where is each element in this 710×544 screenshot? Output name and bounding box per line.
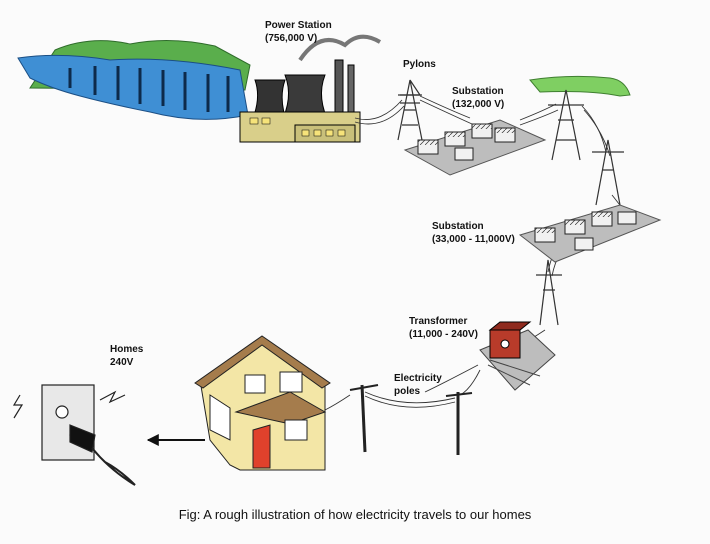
substation-2 bbox=[518, 204, 662, 263]
pylons bbox=[397, 79, 624, 326]
transformer bbox=[479, 321, 556, 391]
power-station bbox=[239, 34, 382, 143]
transformer-label: Transformer (11,000 - 240V) bbox=[409, 315, 478, 341]
substation-1-voltage: (132,000 V) bbox=[452, 99, 505, 110]
substation-1 bbox=[403, 119, 547, 176]
power-station-name: Power Station bbox=[265, 20, 332, 31]
power-station-label: Power Station (756,000 V) bbox=[265, 19, 332, 45]
poles-label-line1: Electricity bbox=[394, 373, 442, 384]
electricity-poles bbox=[349, 384, 473, 455]
homes-voltage: 240V bbox=[110, 357, 134, 368]
pylons-label: Pylons bbox=[403, 59, 436, 70]
transformer-voltage: (11,000 - 240V) bbox=[409, 329, 478, 340]
figure-caption: Fig: A rough illustration of how electri… bbox=[178, 507, 532, 522]
power-station-voltage: (756,000 V) bbox=[265, 33, 318, 44]
substation-1-name: Substation bbox=[452, 86, 504, 97]
homes-name: Homes bbox=[110, 344, 144, 355]
substation-2-voltage: (33,000 - 11,000V) bbox=[432, 234, 515, 245]
lake-landscape bbox=[17, 39, 631, 120]
transformer-name: Transformer bbox=[409, 316, 468, 327]
substation-2-label: Substation (33,000 - 11,000V) bbox=[432, 220, 515, 246]
wall-socket bbox=[12, 384, 136, 486]
homes-label: Homes 240V bbox=[110, 343, 143, 369]
poles-label-line2: poles bbox=[394, 386, 421, 397]
house bbox=[194, 335, 331, 471]
poles-label: Electricity poles bbox=[394, 372, 442, 398]
substation-2-name: Substation bbox=[432, 221, 484, 232]
substation-1-label: Substation (132,000 V) bbox=[452, 85, 504, 111]
